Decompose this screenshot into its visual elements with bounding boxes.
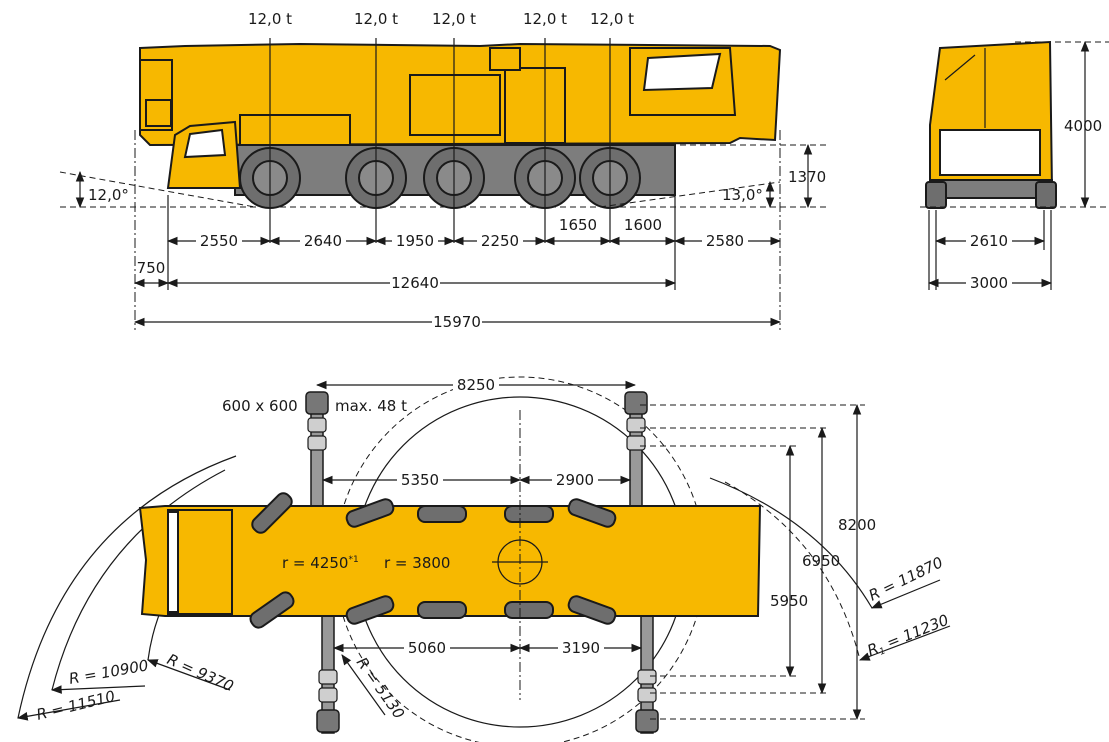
height-1370-label: 1370	[788, 168, 826, 186]
width-6950-label: 6950	[802, 552, 840, 570]
radius-5130-label: R = 5130	[353, 654, 408, 722]
axle-load-4: 12,0 t	[523, 10, 567, 28]
outrigger-pad-rear-bottom	[635, 709, 659, 733]
rear-outrigger-top-label: 2900	[556, 471, 594, 489]
axle-load-2: 12,0 t	[354, 10, 398, 28]
side-view: 12,0 t 12,0 t 12,0 t 12,0 t 12,0 t 12,0°…	[59, 10, 830, 331]
winch-housing	[489, 47, 521, 71]
total-length-label: 15970	[433, 313, 481, 331]
radius-11510-label: R = 11510	[35, 687, 117, 724]
axle-load-1: 12,0 t	[248, 10, 292, 28]
arc-11230	[724, 481, 861, 661]
front-outrigger-top-label: 5350	[401, 471, 439, 489]
spacing-5: 1650	[559, 216, 597, 234]
radius-9370-label: R = 9370	[164, 650, 236, 695]
overall-width-label: 3000	[970, 274, 1008, 292]
counterweight-stack	[504, 67, 566, 144]
driver-cab-window	[183, 128, 227, 159]
spacing-2: 2640	[304, 232, 342, 250]
front-view: 4000 2610 3000	[920, 40, 1109, 292]
front-view-windshield	[939, 129, 1041, 176]
spacing-1: 2550	[200, 232, 238, 250]
top-view: 8250 600 x 600 max. 48 t 5350 2900 5060 …	[16, 375, 952, 742]
outrigger-span-label: 8250	[457, 376, 495, 394]
front-outrigger-bottom-label: 5060	[408, 639, 446, 657]
max-load-label: max. 48 t	[335, 397, 407, 415]
rear-angle-label: 13,0°	[722, 186, 763, 204]
carrier-length-label: 12640	[391, 274, 439, 292]
outrigger-pad-front-bottom	[316, 709, 340, 733]
outrigger-pad-front-top	[305, 391, 329, 415]
carrier-deck	[239, 114, 351, 146]
spacing-7: 2580	[706, 232, 744, 250]
front-angle-label: 12,0°	[88, 186, 129, 204]
width-8200-label: 8200	[838, 516, 876, 534]
spacing-3: 1950	[396, 232, 434, 250]
track-width-label: 2610	[970, 232, 1008, 250]
axle-load-5: 12,0 t	[590, 10, 634, 28]
front-overhang-label: 750	[137, 259, 166, 277]
spacing-4: 2250	[481, 232, 519, 250]
spacing-6: 1600	[624, 216, 662, 234]
outrigger-pad-rear-top	[624, 391, 648, 415]
arc-11510	[17, 455, 237, 719]
width-5950-label: 5950	[770, 592, 808, 610]
front-left-tire	[925, 181, 947, 209]
axle-load-3: 12,0 t	[432, 10, 476, 28]
hook-block	[145, 99, 172, 127]
rear-outrigger-bottom-label: 3190	[562, 639, 600, 657]
slewing-platform	[409, 74, 501, 136]
front-right-tire	[1035, 181, 1057, 209]
slew-radius-label: r = 3800	[384, 554, 450, 572]
superstructure-cab-window	[642, 52, 722, 92]
radius-11230-label: R1 = 11230	[865, 611, 952, 662]
top-view-cab-window	[167, 511, 179, 613]
pad-size-label: 600 x 600	[222, 397, 298, 415]
front-view-bumper	[929, 179, 1053, 199]
arc-10900	[51, 469, 226, 691]
radius-10900-label: R = 10900	[68, 656, 150, 688]
front-height-label: 4000	[1064, 117, 1102, 135]
radius-11870-label: R = 11870	[866, 553, 946, 604]
counterweight-radius-label: r = 4250*1	[282, 554, 359, 572]
